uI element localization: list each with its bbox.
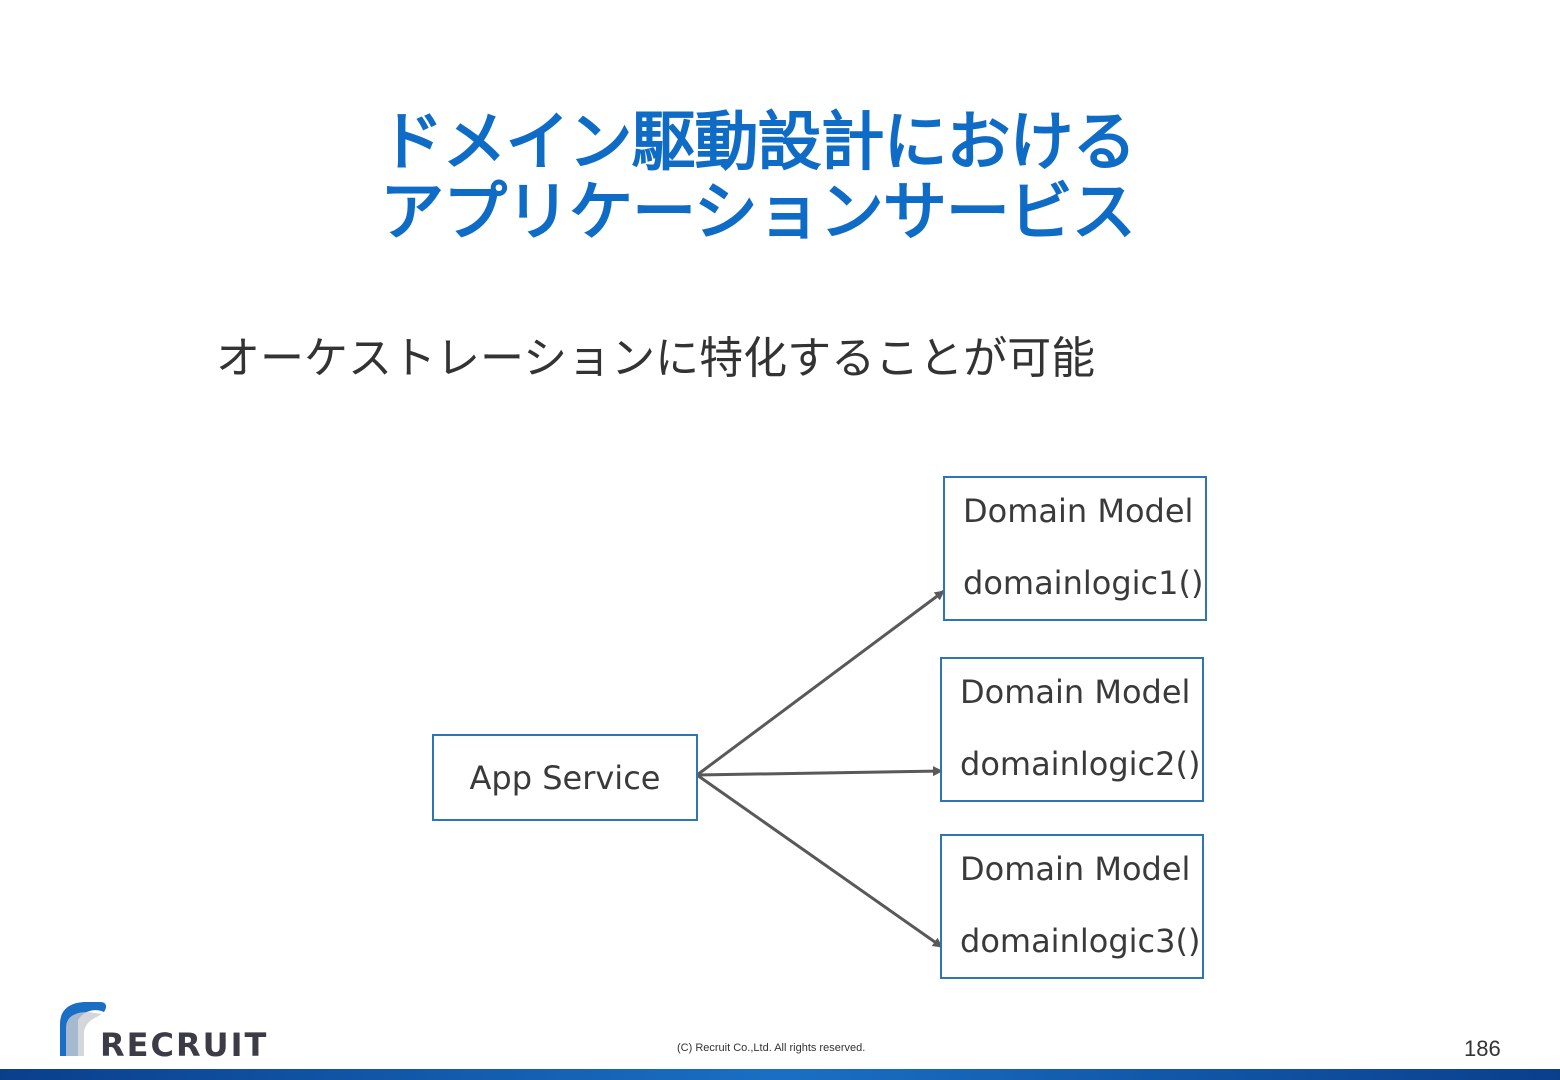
domain-model-name: Domain Model (960, 673, 1191, 711)
copyright-text: (C) Recruit Co.,Ltd. All rights reserved… (677, 1042, 866, 1054)
slide-title-line1: ドメイン駆動設計における (379, 106, 1137, 180)
arrow-to-domain-model-2 (696, 766, 943, 777)
domain-model-name: Domain Model (963, 492, 1194, 530)
app-service-label: App Service (469, 758, 661, 797)
slide-subtitle: オーケストレーションに特化することが可能 (216, 333, 1096, 384)
bottom-bar (0, 1069, 1560, 1080)
slide-title: ドメイン駆動設計における アプリケーションサービス (0, 108, 1515, 248)
recruit-logo: RECRUIT (60, 1002, 268, 1060)
page-number: 186 (1464, 1036, 1501, 1061)
domain-model-method: domainlogic2() (960, 745, 1201, 783)
app-service-box: App Service (432, 734, 698, 821)
domain-model-box-2: Domain Model domainlogic2() (940, 657, 1204, 802)
domain-model-method: domainlogic3() (960, 922, 1201, 960)
svg-text:RECRUIT: RECRUIT (100, 1026, 268, 1060)
domain-model-name: Domain Model (960, 850, 1191, 888)
arrow-to-domain-model-3 (696, 773, 943, 949)
slide-title-line2: アプリケーションサービス (380, 176, 1136, 250)
domain-model-method: domainlogic1() (963, 564, 1204, 602)
domain-model-box-3: Domain Model domainlogic3() (940, 834, 1204, 979)
domain-model-box-1: Domain Model domainlogic1() (943, 476, 1207, 621)
arrow-to-domain-model-1 (696, 589, 945, 777)
